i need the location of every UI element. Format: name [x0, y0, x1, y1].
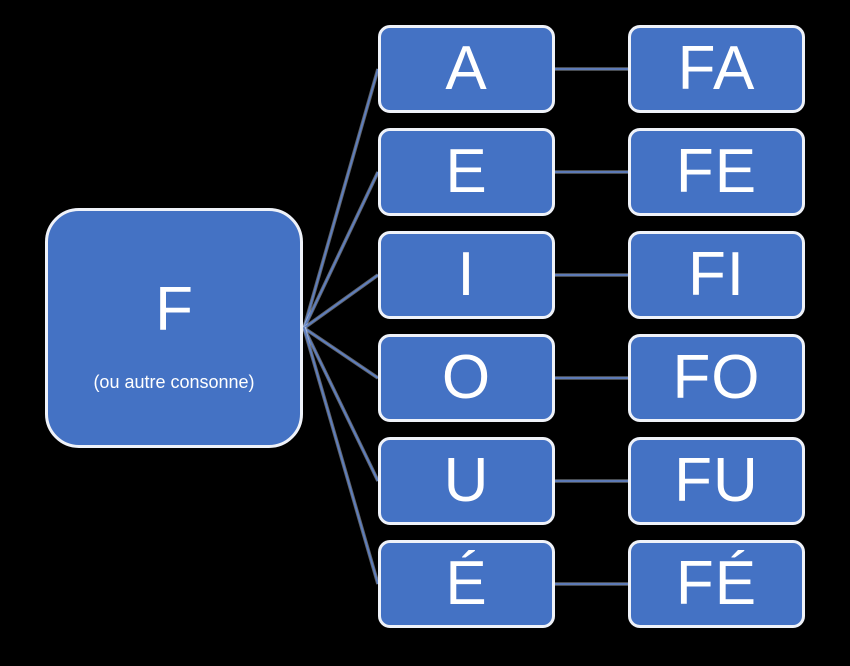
vowel-box: O: [378, 334, 555, 422]
vowel-box: U: [378, 437, 555, 525]
root-consonant-letter: F: [155, 275, 193, 344]
syllable-label: FÉ: [675, 549, 758, 618]
syllable-box: FI: [628, 231, 805, 319]
syllable-label: FO: [672, 343, 761, 412]
vowel-label: O: [441, 343, 492, 412]
vowel-box: I: [378, 231, 555, 319]
vowel-label: E: [445, 137, 488, 206]
syllable-box: FA: [628, 25, 805, 113]
syllable-label: FE: [675, 137, 758, 206]
vowel-box: É: [378, 540, 555, 628]
syllable-label: FU: [674, 446, 759, 515]
vowel-label: I: [457, 240, 476, 309]
root-consonant-note: (ou autre consonne): [93, 372, 255, 392]
syllable-label: FI: [687, 240, 746, 309]
syllable-box: FÉ: [628, 540, 805, 628]
syllable-box: FE: [628, 128, 805, 216]
vowel-label: U: [443, 446, 490, 515]
vowel-label: É: [445, 549, 488, 618]
vowel-box: A: [378, 25, 555, 113]
syllable-box: FO: [628, 334, 805, 422]
vowel-box: E: [378, 128, 555, 216]
syllable-label: FA: [677, 34, 756, 103]
vowel-label: A: [445, 34, 488, 103]
root-consonant-box: F (ou autre consonne): [45, 208, 303, 448]
syllable-box: FU: [628, 437, 805, 525]
